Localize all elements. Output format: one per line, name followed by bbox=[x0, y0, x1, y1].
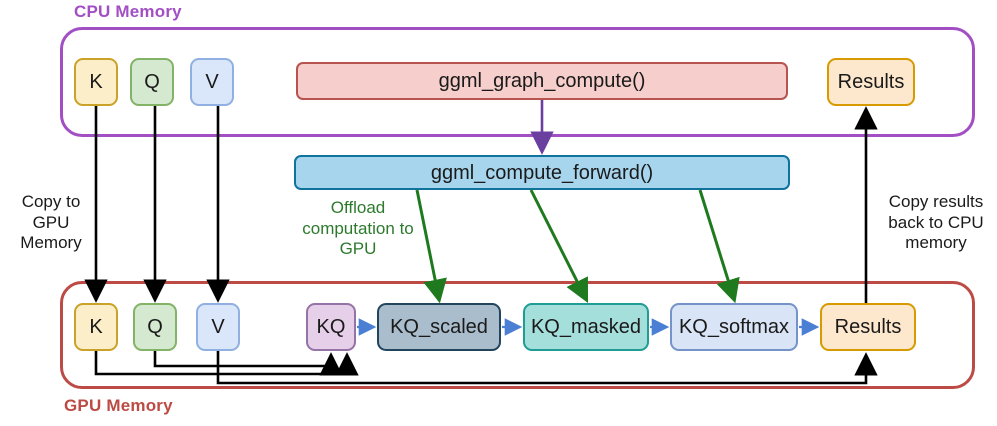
gpu-memory-region bbox=[60, 281, 975, 389]
ggml-graph-compute-box[interactable]: ggml_graph_compute() bbox=[296, 62, 788, 100]
ggml-compute-forward-box[interactable]: ggml_compute_forward() bbox=[294, 155, 790, 190]
cpu-node-q[interactable]: Q bbox=[130, 58, 174, 106]
gpu-node-k[interactable]: K bbox=[74, 303, 118, 351]
copy-to-gpu-label: Copy to GPU Memory bbox=[20, 192, 82, 253]
offload-to-gpu-label: Offload computation to GPU bbox=[302, 198, 414, 259]
gpu-node-q[interactable]: Q bbox=[133, 303, 177, 351]
gpu-node-kq-softmax[interactable]: KQ_softmax bbox=[670, 303, 798, 351]
cpu-node-v[interactable]: V bbox=[190, 58, 234, 106]
cpu-node-results[interactable]: Results bbox=[827, 58, 915, 106]
gpu-node-kq-scaled[interactable]: KQ_scaled bbox=[377, 303, 501, 351]
gpu-node-kq[interactable]: KQ bbox=[306, 303, 356, 351]
copy-back-to-cpu-label: Copy results back to CPU memory bbox=[888, 192, 984, 253]
gpu-node-results[interactable]: Results bbox=[820, 303, 916, 351]
gpu-memory-label: GPU Memory bbox=[64, 396, 173, 415]
gpu-node-kq-masked[interactable]: KQ_masked bbox=[523, 303, 649, 351]
cpu-memory-label: CPU Memory bbox=[74, 2, 182, 21]
cpu-memory-region bbox=[60, 27, 975, 137]
cpu-node-k[interactable]: K bbox=[74, 58, 118, 106]
gpu-node-v[interactable]: V bbox=[196, 303, 240, 351]
